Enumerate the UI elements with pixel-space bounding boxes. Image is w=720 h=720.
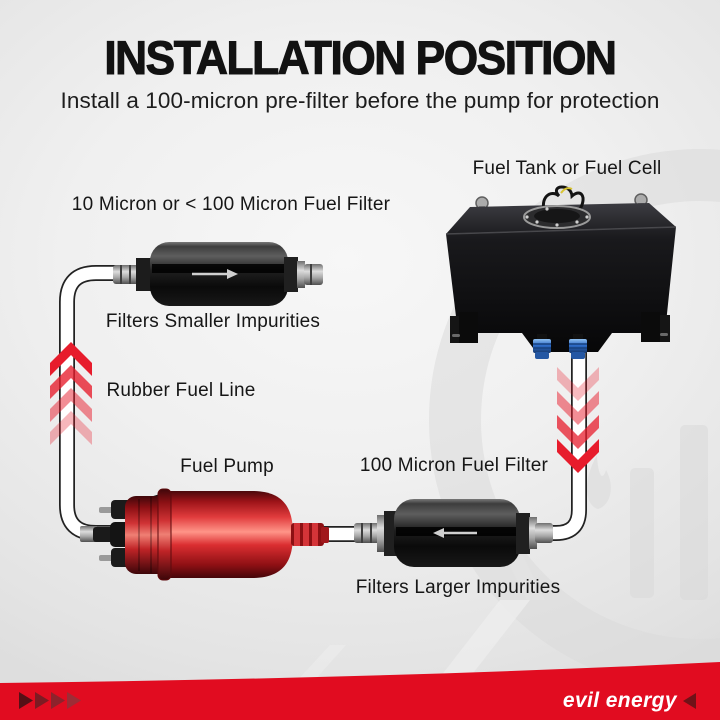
page-subtitle: Install a 100-micron pre-filter before t… <box>60 88 660 113</box>
flow-arrow-left-icon <box>433 528 477 538</box>
fuel-line-right <box>536 352 587 541</box>
flow-down-chevrons-icon <box>557 367 599 473</box>
pre-filter-label: 10 Micron or < 100 Micron Fuel Filter <box>71 194 391 215</box>
tank-sender-unit <box>523 185 591 229</box>
main-filter-caption: Filters Larger Impurities <box>355 577 561 598</box>
footer-band <box>0 662 720 720</box>
fuel-tank-graphic <box>445 185 677 359</box>
tank-outlet-fitting-icon <box>533 334 587 359</box>
brand-arrow-icon <box>683 693 696 709</box>
main-filter-graphic <box>354 499 553 567</box>
pre-filter-caption: Filters Smaller Impurities <box>105 311 321 332</box>
flow-arrow-right-icon <box>192 269 238 279</box>
pump-outlet-fitting <box>291 523 329 546</box>
pump-label: Fuel Pump <box>180 456 274 477</box>
pre-filter-graphic <box>113 242 323 306</box>
page-title: INSTALLATION POSITION <box>104 30 618 84</box>
brand-logo-text: evil energy <box>562 689 677 712</box>
brand-logo: evil energy <box>563 689 696 713</box>
flow-up-chevrons-icon <box>50 342 92 445</box>
tank-bracket-icon <box>450 312 670 343</box>
brand-triangles-icon <box>19 692 81 709</box>
fuel-line-label: Rubber Fuel Line <box>106 380 256 401</box>
main-filter-label: 100 Micron Fuel Filter <box>359 455 549 476</box>
tank-label: Fuel Tank or Fuel Cell <box>472 158 662 179</box>
fuel-pump-graphic <box>80 488 329 581</box>
